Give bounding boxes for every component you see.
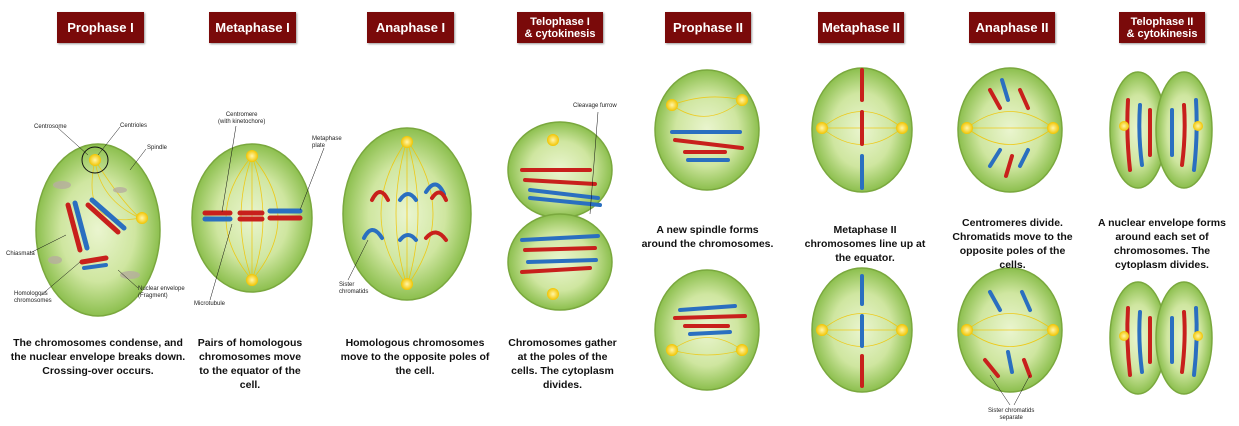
label-cleavage-furrow: Cleavage furrow [573,103,617,110]
label-microtubule: Microtubule [194,301,225,308]
cell-metaphase-2-top [812,68,912,192]
label-sister-chromatids: Sister chromatids [339,282,368,296]
label-spindle: Spindle [147,145,167,152]
cell-anaphase-2-top [958,68,1062,192]
cell-anaphase-2-bottom [958,268,1062,405]
label-nuclear-envelope: Nuclear envelope (Fragment) [138,286,185,300]
label-centromere: Centromere (with kinetochore) [218,112,265,126]
cell-metaphase-2-bottom [812,268,912,392]
caption-metaphase-2: Metaphase II chromosomes line up at the … [800,223,930,265]
caption-telophase-2: A nuclear envelope forms around each set… [1088,216,1236,272]
caption-prophase-2: A new spindle forms around the chromosom… [640,223,775,251]
label-homologous: Homologous chromosomes [14,291,52,305]
caption-telophase-1: Chromosomes gather at the poles of the c… [505,336,620,392]
cell-telophase-2-top [1110,72,1212,188]
cell-telophase-1 [508,112,612,310]
label-metaphase-plate: Metaphase plate [312,136,342,150]
cell-telophase-2-bottom [1110,282,1212,394]
caption-anaphase-2: Centromeres divide. Chromatids move to t… [950,216,1075,272]
caption-metaphase-1: Pairs of homologous chromosomes move to … [194,336,306,392]
label-centrioles: Centrioles [120,123,147,130]
cell-prophase-2-bottom [655,270,759,390]
cell-metaphase-1 [192,126,324,300]
caption-anaphase-1: Homologous chromosomes move to the oppos… [340,336,490,378]
cell-prophase-2-top [655,70,759,190]
caption-prophase-1: The chromosomes condense, and the nuclea… [10,336,186,378]
cell-anaphase-1 [343,128,471,300]
label-sister-chromatids-separate: Sister chromatids separate [988,408,1034,422]
label-centrosome: Centrosome [34,124,67,131]
label-chiasmata: Chiasmata [6,251,35,258]
